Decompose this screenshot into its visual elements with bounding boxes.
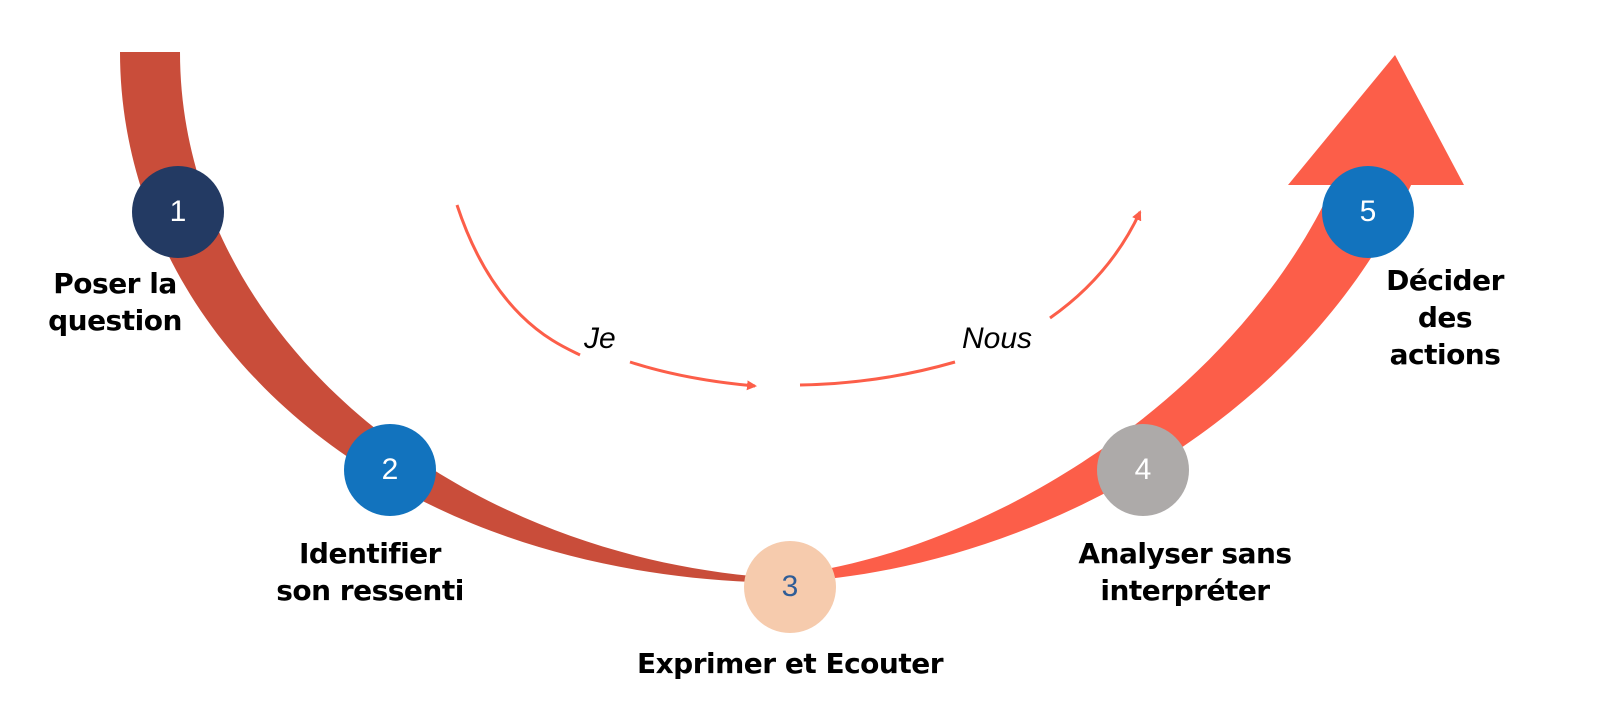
step-3-number: 3 — [781, 570, 799, 603]
step-1-label-line: question — [48, 304, 182, 337]
step-1-label: Poser la question — [20, 265, 210, 339]
step-4-label-line: interpréter — [1100, 574, 1270, 607]
je-arrow-tail — [629, 360, 757, 391]
step-5-circle — [1322, 166, 1414, 258]
step-4-label-line: Analyser sans — [1078, 537, 1292, 570]
step-5-label-line: actions — [1389, 338, 1501, 371]
nous-arrow-tail — [1049, 210, 1142, 320]
nous-label: Nous — [962, 322, 1033, 355]
step-4-circle — [1097, 424, 1189, 516]
step-3-label: Exprimer et Ecouter — [600, 645, 980, 682]
left-band — [120, 52, 752, 582]
step-2-circle — [344, 424, 436, 516]
step-2-label: Identifier son ressenti — [240, 535, 500, 609]
step-5-label-line: des — [1417, 301, 1473, 334]
step-1-label-line: Poser la — [53, 267, 177, 300]
step-1-circle — [132, 166, 224, 258]
step-1-number: 1 — [169, 195, 187, 228]
step-2-number: 2 — [381, 453, 399, 486]
arrow-head — [1288, 55, 1464, 185]
step-2-label-line: son ressenti — [276, 574, 464, 607]
step-4-label: Analyser sans interpréter — [1040, 535, 1330, 609]
step-5-number: 5 — [1359, 195, 1377, 228]
step-5-label-line: Décider — [1386, 264, 1504, 297]
step-4-number: 4 — [1134, 453, 1152, 486]
right-band — [790, 183, 1412, 582]
step-2-label-line: Identifier — [299, 537, 441, 570]
step-5-label: Décider des actions — [1365, 262, 1525, 373]
nous-arrow — [799, 360, 956, 387]
step-3-label-line: Exprimer et Ecouter — [636, 647, 944, 680]
je-arrow — [455, 204, 581, 357]
step-3-circle — [744, 541, 836, 633]
je-label: Je — [584, 322, 616, 355]
